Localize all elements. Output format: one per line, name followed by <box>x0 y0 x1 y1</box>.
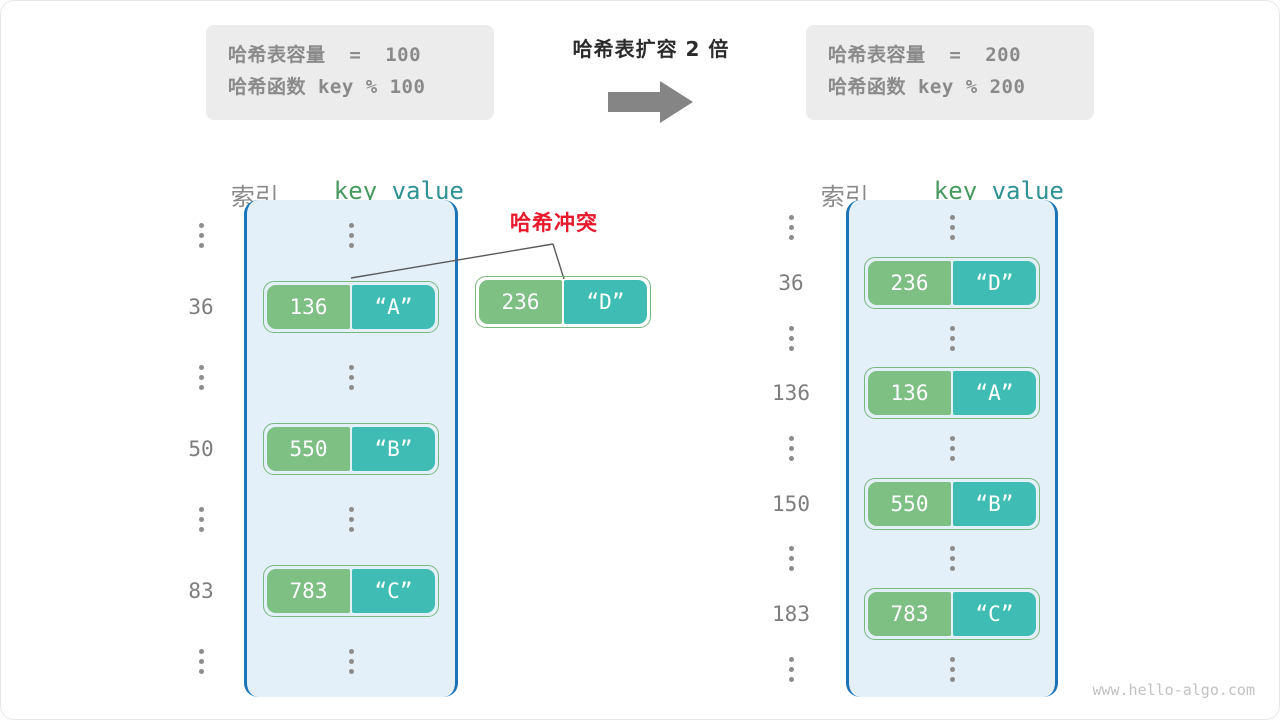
kv-key: 136 <box>868 371 951 416</box>
vertical-ellipsis-icon <box>198 223 204 248</box>
bucket-ellipsis <box>244 492 458 548</box>
index-label-cell: 183 <box>761 598 821 630</box>
arrow-right-glyph <box>608 81 693 123</box>
index-ellipsis <box>761 543 821 575</box>
kv-key: 783 <box>868 592 951 637</box>
kv-key: 550 <box>868 481 951 526</box>
right-row-container: 236“D” 136“A” 550“B” 783“C” <box>846 200 1058 697</box>
vertical-ellipsis-icon <box>348 223 354 248</box>
left-hash-info-box: 哈希表容量 = 100 哈希函数 key % 100 <box>206 25 494 120</box>
kv-value: “D” <box>564 280 647 324</box>
bucket-ellipsis <box>846 421 1058 477</box>
index-label: 136 <box>772 381 810 406</box>
vertical-ellipsis-icon <box>788 546 794 572</box>
vertical-ellipsis-icon <box>949 215 955 241</box>
bucket-ellipsis <box>244 350 458 406</box>
vertical-ellipsis-icon <box>348 365 354 390</box>
bucket-ellipsis <box>846 200 1058 256</box>
left-capacity-line: 哈希表容量 = 100 <box>228 44 422 66</box>
index-label-cell: 36 <box>761 267 821 299</box>
vertical-ellipsis-icon <box>198 365 204 390</box>
index-label: 150 <box>772 491 810 516</box>
vertical-ellipsis-icon <box>949 546 955 572</box>
kv-pair: 136“A” <box>864 367 1040 420</box>
collision-label: 哈希冲突 <box>510 211 598 235</box>
bucket-entry: 136“A” <box>846 365 1058 421</box>
index-ellipsis <box>761 433 821 465</box>
bucket-entry: 550“B” <box>244 421 458 477</box>
bucket-entry: 783“C” <box>244 563 458 619</box>
kv-key: 136 <box>267 284 350 329</box>
index-ellipsis <box>171 646 231 678</box>
index-ellipsis <box>171 220 231 252</box>
arrow-right-icon <box>511 79 791 125</box>
kv-pair: 136“A” <box>263 280 439 333</box>
index-label-cell: 36 <box>171 291 231 323</box>
kv-key: 236 <box>868 260 951 305</box>
vertical-ellipsis-icon <box>198 649 204 674</box>
bucket-ellipsis <box>846 531 1058 587</box>
bucket-ellipsis <box>846 641 1058 697</box>
kv-pair: 550“B” <box>263 422 439 475</box>
vertical-ellipsis-icon <box>949 436 955 461</box>
collision-kv-pair: 236 “D” <box>475 276 651 328</box>
vertical-ellipsis-icon <box>788 325 794 351</box>
index-label-cell: 83 <box>171 575 231 607</box>
kv-value: “A” <box>352 284 435 329</box>
kv-key: 783 <box>267 568 350 613</box>
kv-value: “A” <box>953 371 1036 416</box>
index-ellipsis <box>171 362 231 394</box>
kv-pair: 783“C” <box>263 564 439 617</box>
right-index-column: 36 136 150 183 <box>761 200 821 697</box>
kv-value: “B” <box>352 426 435 471</box>
bucket-entry: 550“B” <box>846 476 1058 532</box>
index-label-cell: 50 <box>171 433 231 465</box>
kv-pair: 783“C” <box>864 588 1040 641</box>
index-ellipsis <box>761 212 821 244</box>
bucket-ellipsis <box>846 310 1058 366</box>
index-label-cell: 150 <box>761 488 821 520</box>
left-kv-header: key value <box>276 149 464 233</box>
kv-pair: 236 “D” <box>475 276 651 328</box>
index-label: 83 <box>188 578 214 603</box>
bucket-entry: 236“D” <box>846 255 1058 311</box>
index-label: 183 <box>772 602 810 627</box>
index-label: 36 <box>188 294 214 319</box>
vertical-ellipsis-icon <box>949 656 955 682</box>
bucket-entry: 783“C” <box>846 586 1058 642</box>
vertical-ellipsis-icon <box>348 649 354 674</box>
watermark: www.hello-algo.com <box>1092 681 1255 699</box>
right-hash-info-box: 哈希表容量 = 200 哈希函数 key % 200 <box>806 25 1094 120</box>
kv-pair: 550“B” <box>864 477 1040 530</box>
left-hash-function-line: 哈希函数 key % 100 <box>228 76 426 98</box>
vertical-ellipsis-icon <box>949 325 955 351</box>
index-label: 50 <box>188 436 214 461</box>
bucket-entry: 136“A” <box>244 279 458 335</box>
index-ellipsis <box>761 322 821 354</box>
kv-pair: 236“D” <box>864 256 1040 309</box>
kv-value: “C” <box>953 592 1036 637</box>
vertical-ellipsis-icon <box>348 507 354 532</box>
kv-key: 236 <box>479 280 562 324</box>
kv-value: “C” <box>352 568 435 613</box>
vertical-ellipsis-icon <box>788 436 794 461</box>
bucket-ellipsis <box>244 208 458 264</box>
left-row-container: 136“A” 550“B” 783“C” <box>244 200 458 697</box>
kv-value: “B” <box>953 481 1036 526</box>
index-ellipsis <box>171 504 231 536</box>
index-ellipsis <box>761 653 821 685</box>
expand-title: 哈希表扩容 2 倍 <box>572 37 730 61</box>
vertical-ellipsis-icon <box>788 215 794 241</box>
kv-key: 550 <box>267 426 350 471</box>
vertical-ellipsis-icon <box>198 507 204 532</box>
kv-value: “D” <box>953 260 1036 305</box>
left-index-column: 36 50 83 <box>171 200 231 697</box>
right-capacity-line: 哈希表容量 = 200 <box>828 44 1022 66</box>
bucket-ellipsis <box>244 634 458 690</box>
right-hash-function-line: 哈希函数 key % 200 <box>828 76 1026 98</box>
vertical-ellipsis-icon <box>788 656 794 682</box>
index-label: 36 <box>778 270 804 295</box>
index-label-cell: 136 <box>761 377 821 409</box>
